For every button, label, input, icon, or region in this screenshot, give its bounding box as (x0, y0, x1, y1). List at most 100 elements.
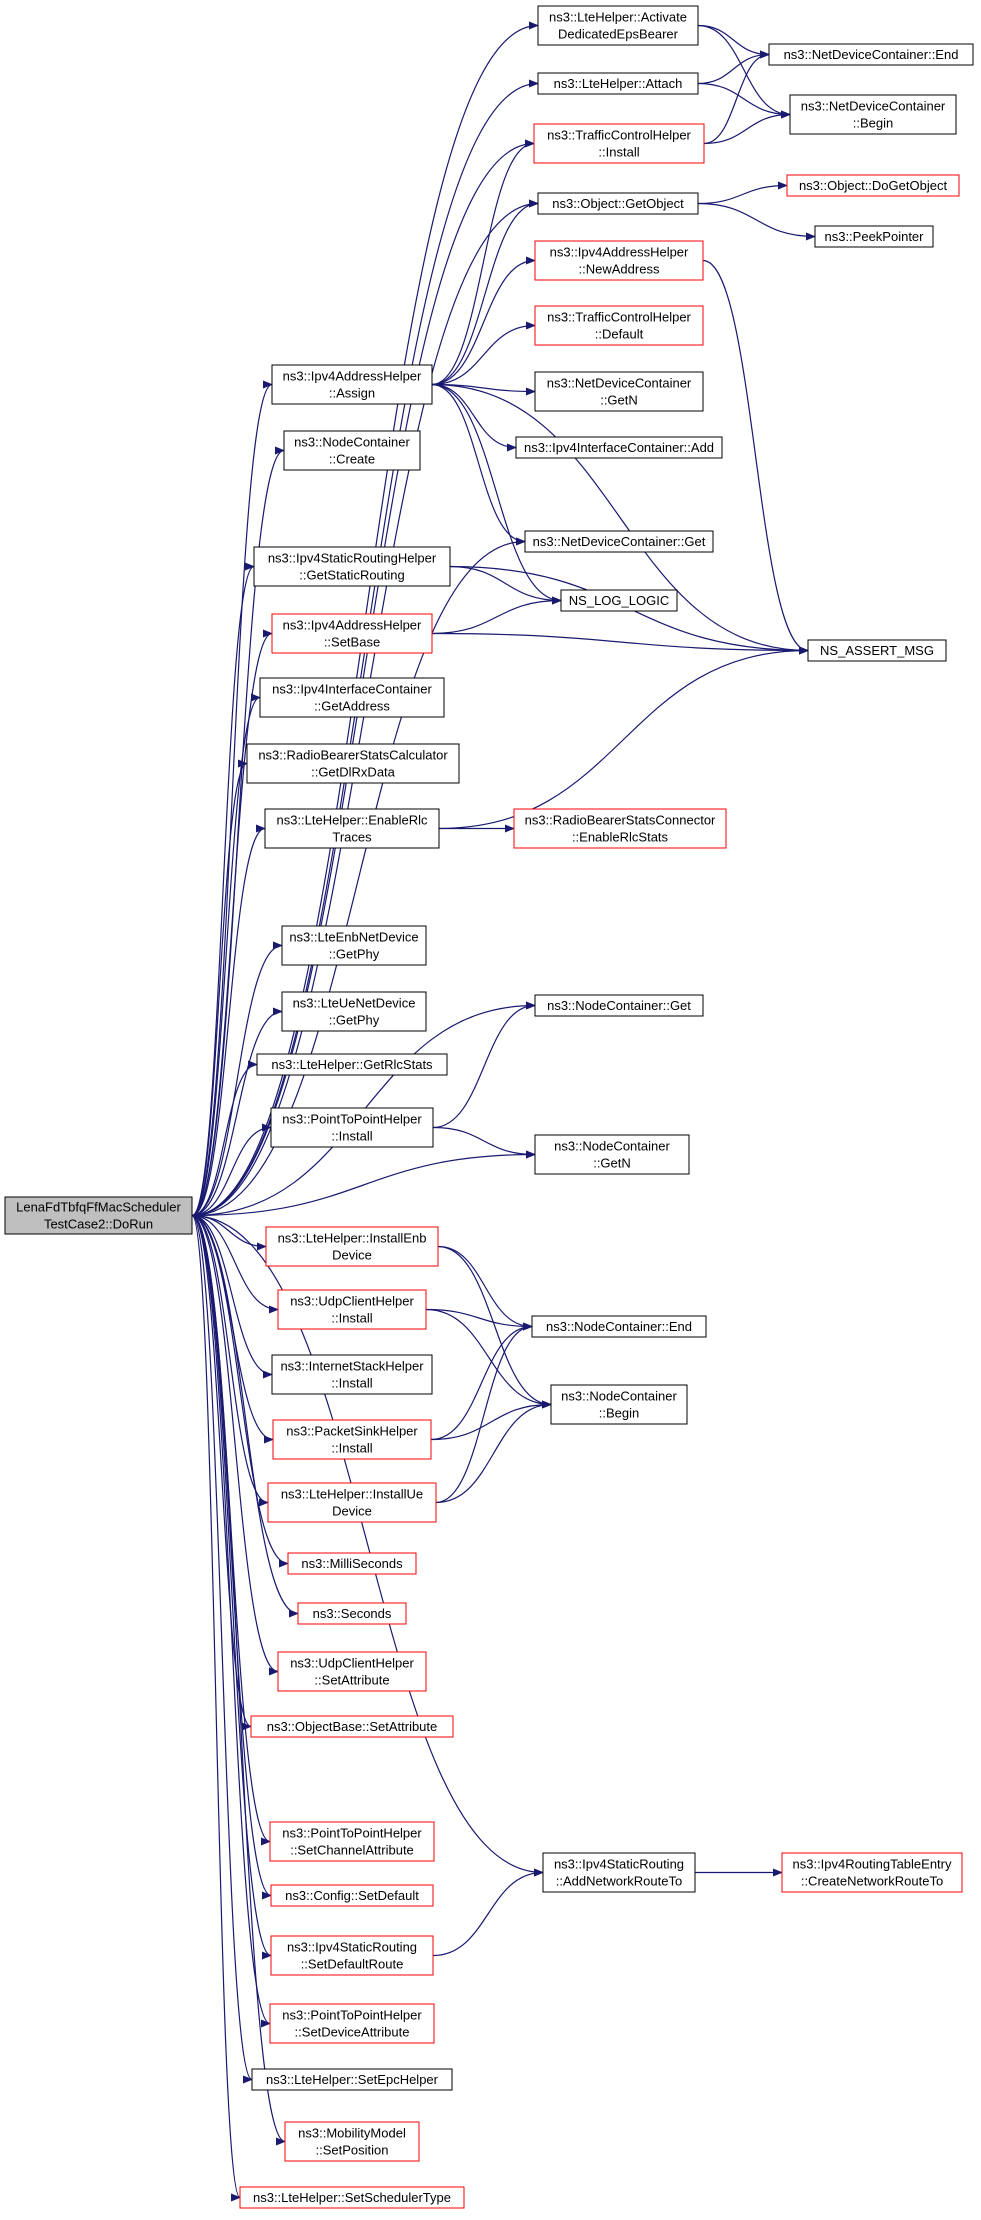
node-label-ndc_getn-0: ns3::NetDeviceContainer (547, 376, 692, 391)
node-ndc_begin[interactable]: ns3::NetDeviceContainer::Begin (789, 94, 957, 135)
node-seconds[interactable]: ns3::Seconds (297, 1602, 407, 1625)
node-box-udp_setattr (277, 1651, 427, 1692)
node-box-ndc_begin (789, 94, 957, 135)
node-attach[interactable]: ns3::LteHelper::Attach (537, 72, 699, 95)
node-createnetworkroute[interactable]: ns3::Ipv4RoutingTableEntry::CreateNetwor… (781, 1852, 963, 1893)
edge-assign-to-ns_log_logic (431, 383, 562, 605)
node-label-nc_begin-1: ::Begin (599, 1406, 639, 1421)
node-label-getaddress-0: ns3::Ipv4InterfaceContainer (272, 682, 432, 697)
node-peekpointer[interactable]: ns3::PeekPointer (814, 225, 934, 248)
node-label-mobility_setpos-1: ::SetPosition (316, 2143, 389, 2158)
node-getobject[interactable]: ns3::Object::GetObject (537, 192, 699, 215)
edge-tch_install-to-ndc_begin (703, 110, 791, 145)
node-box-getrlcstats (256, 1053, 448, 1076)
node-label-ndc_get-0: ns3::NetDeviceContainer::Get (533, 534, 706, 549)
node-getstaticrouting[interactable]: ns3::Ipv4StaticRoutingHelper::GetStaticR… (253, 546, 451, 587)
node-box-setbase (271, 613, 433, 654)
node-enablerlcstats[interactable]: ns3::RadioBearerStatsConnector::EnableRl… (513, 808, 727, 849)
node-getdlrxdata[interactable]: ns3::RadioBearerStatsCalculator::GetDlRx… (246, 743, 460, 784)
node-newaddress[interactable]: ns3::Ipv4AddressHelper::NewAddress (534, 240, 704, 281)
node-box-enb_getphy (281, 925, 427, 966)
node-ue_getphy[interactable]: ns3::LteUeNetDevice::GetPhy (281, 991, 427, 1032)
node-objbase_setattr[interactable]: ns3::ObjectBase::SetAttribute (250, 1715, 454, 1738)
edge-attach-to-ndc_begin (697, 82, 791, 119)
node-ndc_end[interactable]: ns3::NetDeviceContainer::End (768, 43, 974, 66)
node-box-setepchelper (251, 2068, 453, 2091)
node-label-addnetworkroute-0: ns3::Ipv4StaticRouting (554, 1857, 684, 1872)
node-p2p_setdevice[interactable]: ns3::PointToPointHelper::SetDeviceAttrib… (269, 2003, 435, 2044)
node-p2p_install[interactable]: ns3::PointToPointHelper::Install (270, 1107, 434, 1148)
node-label-nc_getn-0: ns3::NodeContainer (554, 1139, 670, 1154)
node-label-ndc_end-0: ns3::NetDeviceContainer::End (784, 47, 959, 62)
node-label-milliseconds-0: ns3::MilliSeconds (301, 1556, 403, 1571)
node-setdefaultroute[interactable]: ns3::Ipv4StaticRouting::SetDefaultRoute (270, 1935, 434, 1976)
node-packetsink[interactable]: ns3::PacketSinkHelper::Install (272, 1419, 432, 1460)
edge-p2p_install-to-nc_get (432, 1001, 536, 1129)
node-nc_end[interactable]: ns3::NodeContainer::End (531, 1315, 707, 1338)
node-nc_get[interactable]: ns3::NodeContainer::Get (534, 994, 704, 1017)
node-activate[interactable]: ns3::LteHelper::ActivateDedicatedEpsBear… (537, 5, 699, 46)
node-setschedulertype[interactable]: ns3::LteHelper::SetSchedulerType (239, 2186, 465, 2209)
node-label-enablerlctraces-1: Traces (332, 830, 372, 845)
node-tch_default[interactable]: ns3::TrafficControlHelper::Default (534, 305, 704, 346)
node-getaddress[interactable]: ns3::Ipv4InterfaceContainer::GetAddress (259, 677, 445, 718)
node-udp_setattr[interactable]: ns3::UdpClientHelper::SetAttribute (277, 1651, 427, 1692)
node-box-getaddress (259, 677, 445, 718)
node-label-nc_get-0: ns3::NodeContainer::Get (547, 998, 691, 1013)
node-box-nc_create (283, 430, 421, 471)
node-internetstack[interactable]: ns3::InternetStackHelper::Install (271, 1354, 433, 1395)
node-box-nc_begin (550, 1384, 688, 1425)
node-label-enablerlctraces-0: ns3::LteHelper::EnableRlc (276, 813, 428, 828)
node-nc_getn[interactable]: ns3::NodeContainer::GetN (534, 1134, 690, 1175)
node-label-nc_end-0: ns3::NodeContainer::End (546, 1319, 692, 1334)
node-label-objbase_setattr-0: ns3::ObjectBase::SetAttribute (267, 1719, 438, 1734)
node-addnetworkroute[interactable]: ns3::Ipv4StaticRouting::AddNetworkRouteT… (542, 1852, 696, 1893)
node-nc_create[interactable]: ns3::NodeContainer::Create (283, 430, 421, 471)
edge-attach-to-ndc_end (697, 50, 770, 85)
node-label-udpclient_install-1: ::Install (331, 1311, 372, 1326)
node-label-internetstack-0: ns3::InternetStackHelper (280, 1359, 424, 1374)
node-setbase[interactable]: ns3::Ipv4AddressHelper::SetBase (271, 613, 433, 654)
node-label-p2p_setchannel-1: ::SetChannelAttribute (290, 1843, 414, 1858)
node-label-getstaticrouting-1: ::GetStaticRouting (299, 568, 405, 583)
node-dogetobject[interactable]: ns3::Object::DoGetObject (786, 174, 960, 197)
node-udpclient_install[interactable]: ns3::UdpClientHelper::Install (277, 1289, 427, 1330)
node-label-tch_install-0: ns3::TrafficControlHelper (547, 128, 691, 143)
node-label-packetsink-1: ::Install (331, 1441, 372, 1456)
node-label-p2p_install-0: ns3::PointToPointHelper (282, 1112, 422, 1127)
node-box-tch_install (533, 123, 705, 164)
node-box-ue_getphy (281, 991, 427, 1032)
edge-root-to-enablerlctraces (191, 824, 266, 1217)
node-box-root (4, 1196, 193, 1235)
node-label-enb_getphy-0: ns3::LteEnbNetDevice (289, 930, 418, 945)
node-label-peekpointer-0: ns3::PeekPointer (824, 229, 924, 244)
node-enb_getphy[interactable]: ns3::LteEnbNetDevice::GetPhy (281, 925, 427, 966)
node-ndc_get[interactable]: ns3::NetDeviceContainer::Get (524, 530, 714, 553)
node-ns_assert_msg[interactable]: NS_ASSERT_MSG (807, 639, 947, 662)
node-assign[interactable]: ns3::Ipv4AddressHelper::Assign (271, 364, 433, 405)
node-milliseconds[interactable]: ns3::MilliSeconds (287, 1552, 417, 1575)
node-ndc_getn[interactable]: ns3::NetDeviceContainer::GetN (534, 371, 704, 412)
node-p2p_setchannel[interactable]: ns3::PointToPointHelper::SetChannelAttri… (269, 1821, 435, 1862)
node-label-ns_log_logic-0: NS_LOG_LOGIC (569, 593, 669, 608)
edge-getobject-to-dogetobject (697, 181, 788, 205)
node-label-root-1: TestCase2::DoRun (44, 1217, 153, 1232)
node-getrlcstats[interactable]: ns3::LteHelper::GetRlcStats (256, 1053, 448, 1076)
node-box-mobility_setpos (284, 2121, 420, 2162)
node-label-ndc_begin-0: ns3::NetDeviceContainer (801, 99, 946, 114)
node-label-ue_getphy-1: ::GetPhy (329, 1013, 380, 1028)
node-setepchelper[interactable]: ns3::LteHelper::SetEpcHelper (251, 2068, 453, 2091)
node-label-newaddress-1: ::NewAddress (579, 262, 660, 277)
node-config_setdefault[interactable]: ns3::Config::SetDefault (270, 1884, 434, 1907)
node-ipv4ic_add[interactable]: ns3::Ipv4InterfaceContainer::Add (515, 436, 723, 459)
node-label-installue-0: ns3::LteHelper::InstallUe (281, 1487, 423, 1502)
node-ns_log_logic[interactable]: NS_LOG_LOGIC (560, 589, 678, 612)
node-tch_install[interactable]: ns3::TrafficControlHelper::Install (533, 123, 705, 164)
node-box-p2p_setdevice (269, 2003, 435, 2044)
node-nc_begin[interactable]: ns3::NodeContainer::Begin (550, 1384, 688, 1425)
node-mobility_setpos[interactable]: ns3::MobilityModel::SetPosition (284, 2121, 420, 2162)
